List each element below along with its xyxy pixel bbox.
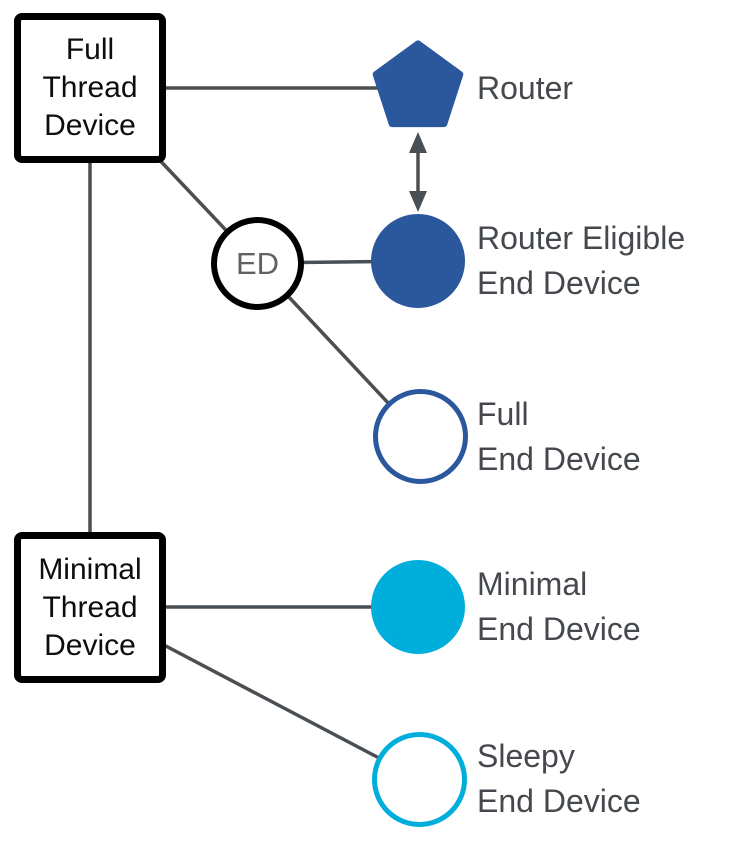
full-end-device-label: Full End Device (477, 392, 641, 482)
label-line: Router (477, 70, 574, 106)
ed-badge-label: ED (235, 245, 280, 281)
label-line: End Device (477, 441, 641, 477)
node-label-line: Full (65, 33, 115, 66)
label-line: Minimal (477, 566, 588, 602)
sleepy-end-device-label: Sleepy End Device (477, 734, 641, 824)
router-label: Router (477, 66, 573, 111)
node-label-line: Thread (42, 71, 138, 104)
label-line: End Device (477, 611, 641, 647)
label-line: End Device (477, 265, 641, 301)
arrowhead-down-icon (409, 191, 427, 212)
router-eligible-end-device-label: Router Eligible End Device (477, 216, 685, 306)
full-end-device-circle-icon (373, 389, 468, 484)
arrowhead-up-icon (409, 132, 427, 153)
node-label-line: Device (44, 628, 136, 662)
router-eligible-end-device-circle-icon (371, 214, 465, 308)
label-line: Sleepy (477, 738, 575, 774)
double-arrow-router-reed (409, 132, 427, 212)
router-pentagon-icon (372, 40, 464, 128)
node-label-line: Thread (42, 590, 138, 624)
edge-mtd-to-sed (161, 642, 420, 781)
node-label-line: Minimal (38, 552, 142, 586)
minimal-end-device-label: Minimal End Device (477, 562, 641, 652)
node-label-line: Device (44, 109, 136, 142)
minimal-end-device-circle-icon (371, 560, 465, 654)
sleepy-end-device-circle-icon (372, 732, 467, 827)
node-ed-badge: ED (211, 217, 304, 310)
node-full-thread-device: Full Thread Device (14, 13, 166, 163)
label-line: End Device (477, 783, 641, 819)
label-line: Router Eligible (477, 220, 686, 256)
label-line: Full (477, 396, 529, 432)
node-minimal-thread-device: Minimal Thread Device (14, 532, 166, 683)
